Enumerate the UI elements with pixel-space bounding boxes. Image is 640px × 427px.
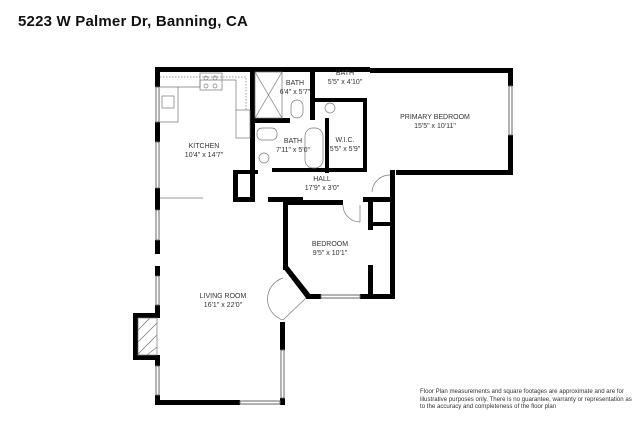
room-name-bath-3: BATH bbox=[284, 138, 302, 145]
room-dim-bath-3: 7'11" x 5'0" bbox=[276, 147, 310, 154]
room-name-living-room: LIVING ROOM bbox=[200, 293, 247, 300]
disclaimer-text: Floor Plan measurements and square foota… bbox=[420, 388, 632, 411]
room-dim-hall: 17'9" x 3'0" bbox=[305, 185, 340, 192]
room-name-bath-2: BATH bbox=[336, 70, 354, 77]
room-name-kitchen: KITCHEN bbox=[189, 143, 220, 150]
room-name-wic: W.I.C. bbox=[335, 137, 354, 144]
page-title: 5223 W Palmer Dr, Banning, CA bbox=[18, 13, 249, 30]
room-dim-primary-bedroom: 15'5" x 10'11" bbox=[414, 123, 456, 130]
room-dim-kitchen: 10'4" x 14'7" bbox=[185, 152, 224, 159]
room-name-bedroom: BEDROOM bbox=[312, 241, 348, 248]
room-dim-living-room: 16'1" x 22'0" bbox=[204, 302, 243, 309]
room-name-primary-bedroom: PRIMARY BEDROOM bbox=[400, 114, 470, 121]
room-name-hall: HALL bbox=[313, 176, 331, 183]
room-name-bath-1: BATH bbox=[286, 80, 304, 87]
exterior-walls bbox=[133, 67, 513, 405]
room-dim-bedroom: 9'5" x 10'1" bbox=[313, 250, 348, 257]
room-labels: KITCHEN 10'4" x 14'7" BATH 6'4" x 5'7" B… bbox=[185, 70, 470, 309]
fixtures bbox=[137, 71, 391, 356]
room-dim-bath-1: 6'4" x 5'7" bbox=[280, 89, 311, 96]
windows bbox=[155, 85, 513, 405]
room-dim-wic: 5'5" x 5'9" bbox=[330, 146, 361, 153]
room-dim-bath-2: 5'5" x 4'10" bbox=[328, 79, 363, 86]
